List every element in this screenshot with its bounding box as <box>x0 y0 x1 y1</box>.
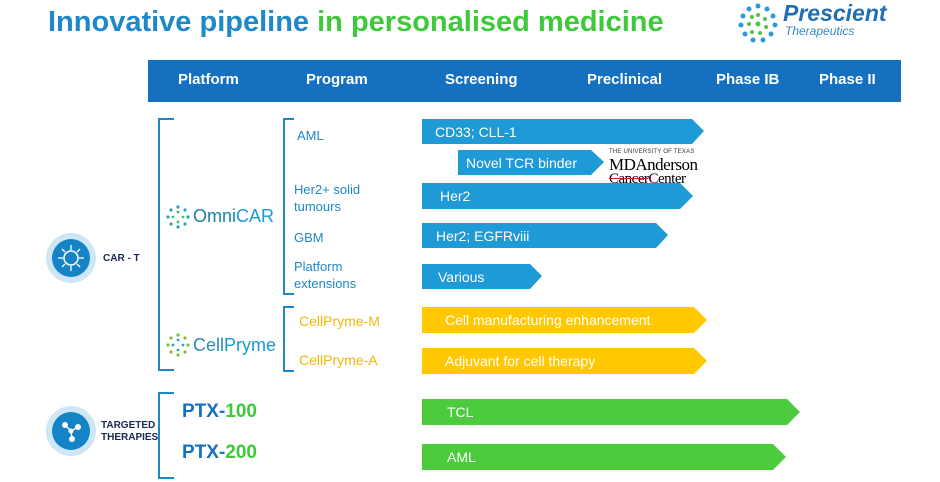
cellpryme-logo-icon <box>166 333 190 357</box>
program-cellpryme-m: CellPryme-M <box>299 313 380 329</box>
header-program: Program <box>306 71 368 88</box>
ptx-100-number: 100 <box>225 401 257 422</box>
md-anderson-cancer-center: CancerCenter <box>609 171 699 188</box>
md-anderson-name: MDAnderson <box>609 155 698 174</box>
program-extensions: Platform extensions <box>294 258 356 292</box>
bar-various-label: Various <box>438 269 485 285</box>
cell-icon <box>58 245 84 271</box>
omnicar-bracket <box>283 118 294 295</box>
category-cart: CAR - T <box>103 253 140 264</box>
bar-adjuvant <box>422 348 707 374</box>
header-preclinical: Preclinical <box>587 71 663 88</box>
bar-tcl-label: TCL <box>447 404 474 420</box>
cellpryme-bracket <box>283 306 294 372</box>
md-anderson-center: Center <box>648 171 686 187</box>
logo-name: Prescient <box>783 0 887 26</box>
ptx-100-prefix: PTX- <box>182 401 226 422</box>
bar-cd33 <box>422 119 704 144</box>
bar-tcl <box>422 399 800 425</box>
category-targeted: TARGETED THERAPIES <box>101 420 158 444</box>
omnicar-label-omni: Omni <box>193 206 237 226</box>
cart-bracket <box>158 118 174 371</box>
molecule-icon <box>62 422 81 442</box>
prescient-logo-icon <box>738 3 778 43</box>
bar-cell-mfg-label: Cell manufacturing enhancement <box>445 312 651 328</box>
program-her2-line2: tumours <box>294 199 341 214</box>
header-phase-ii: Phase II <box>819 71 876 88</box>
cart-category-icon <box>52 239 90 277</box>
program-her2: Her2+ solid tumours <box>294 181 360 215</box>
cellpryme-label: CellPryme <box>193 335 276 356</box>
program-aml: AML <box>297 128 324 143</box>
bar-aml2 <box>422 444 786 470</box>
program-ptx-100: PTX-100 <box>182 401 257 423</box>
page-title: Innovative pipeline in personalised medi… <box>48 6 664 39</box>
bar-various <box>422 264 542 289</box>
omnicar-label-car: CAR <box>236 206 275 226</box>
bar-tcr-label: Novel TCR binder <box>466 155 578 171</box>
program-ext-line2: extensions <box>294 276 357 291</box>
logo-subtitle: Therapeutics <box>785 24 855 38</box>
bar-adjuvant-label: Adjuvant for cell therapy <box>445 353 596 369</box>
program-cellpryme-a: CellPryme-A <box>299 352 378 368</box>
omnicar-logo-icon <box>166 205 190 229</box>
bar-egfr-label: Her2; EGFRviii <box>436 228 530 244</box>
cellpryme-label-pryme: Pryme <box>224 335 277 355</box>
bar-aml2-label: AML <box>447 449 476 465</box>
header-screening: Screening <box>445 71 518 88</box>
bar-tcr <box>458 150 604 175</box>
md-anderson-university: THE UNIVERSITY OF TEXAS <box>609 149 695 155</box>
md-anderson-cancer: Cancer <box>609 171 649 187</box>
bar-egfr <box>422 223 668 248</box>
bar-cell-mfg <box>422 307 707 333</box>
bar-her2 <box>422 183 693 209</box>
md-anderson-logo: THE UNIVERSITY OF TEXAS MDAnderson Cance… <box>609 149 699 188</box>
targeted-bracket <box>158 392 174 479</box>
cellpryme-label-cell: Cell <box>193 335 225 355</box>
category-targeted-line1: TARGETED <box>101 420 156 431</box>
category-targeted-line2: THERAPIES <box>101 432 159 443</box>
program-ptx-200: PTX-200 <box>182 442 257 464</box>
program-her2-line1: Her2+ solid <box>294 182 361 197</box>
ptx-200-prefix: PTX- <box>182 442 226 463</box>
title-part-blue: Innovative pipeline <box>48 6 310 38</box>
program-ext-line1: Platform <box>294 259 343 274</box>
header-platform: Platform <box>178 71 239 88</box>
title-part-green: in personalised medicine <box>317 6 664 38</box>
bar-her2-label: Her2 <box>440 188 471 204</box>
program-gbm: GBM <box>294 230 324 245</box>
header-band <box>148 60 901 102</box>
omnicar-label: OmniCAR <box>193 206 274 227</box>
header-phase-ib: Phase IB <box>716 71 780 88</box>
bar-cd33-label: CD33; CLL-1 <box>435 124 517 140</box>
ptx-200-number: 200 <box>225 442 257 463</box>
targeted-category-icon <box>52 412 90 450</box>
